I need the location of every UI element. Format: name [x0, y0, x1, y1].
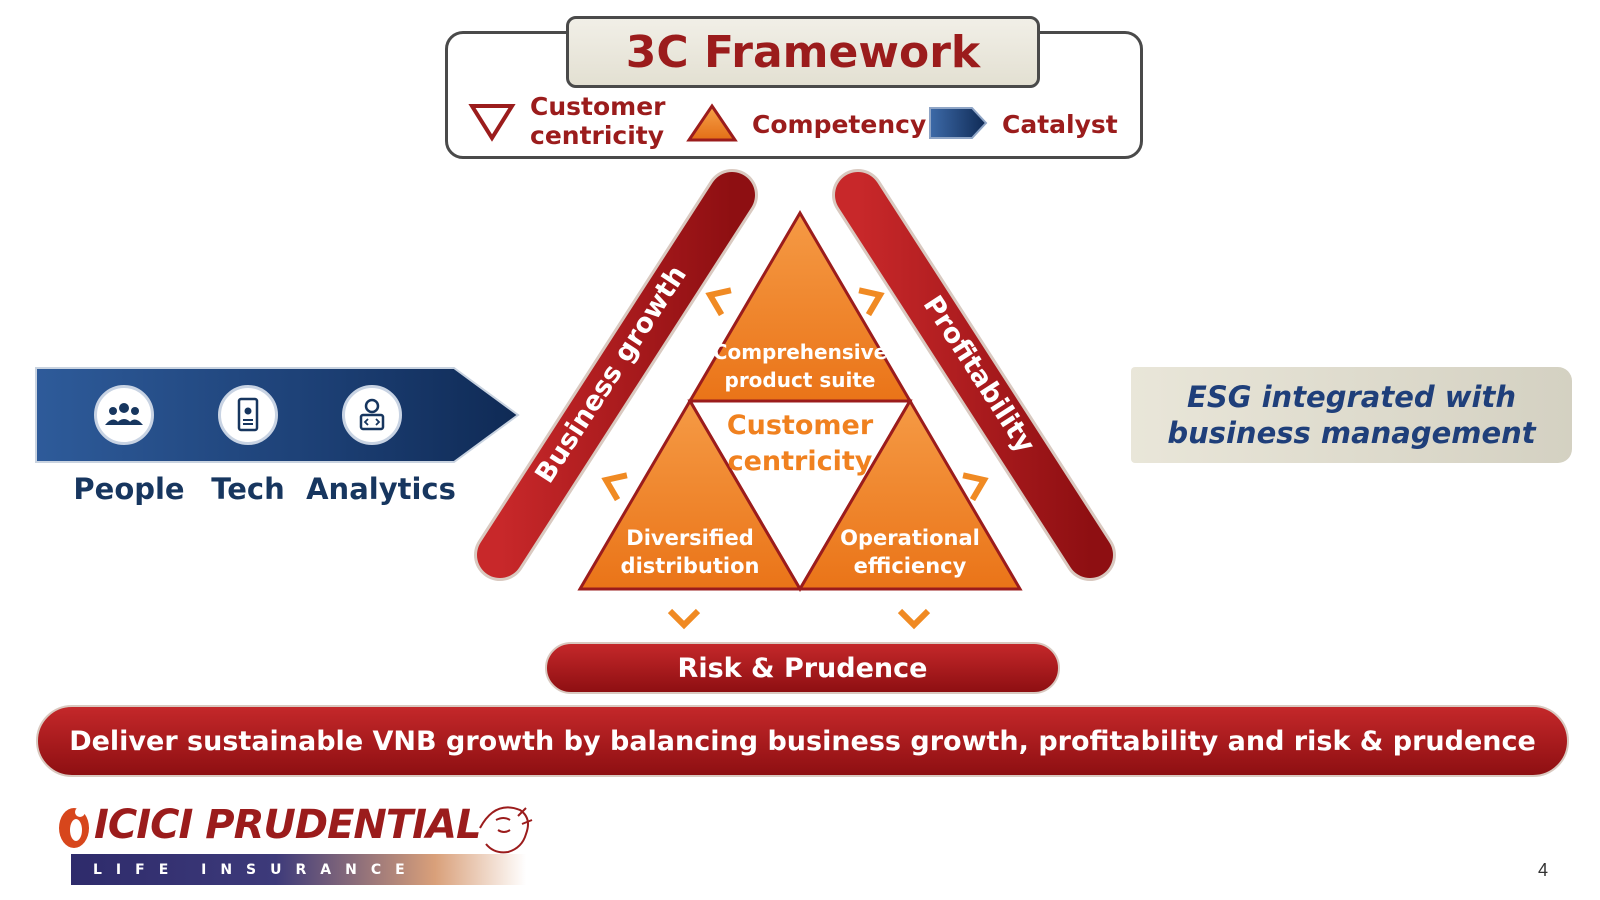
top-label-line1: Comprehensive	[713, 340, 887, 364]
logo-subtitle: LIFE INSURANCE	[71, 854, 526, 885]
esg-line2: business management	[1167, 416, 1536, 450]
logo-mark-icon	[59, 807, 89, 848]
analytics-icon-circle	[342, 385, 402, 445]
tech-label: Tech	[211, 472, 285, 506]
bottom-right-triangle	[797, 398, 1023, 591]
center-label-line1: Customer	[727, 410, 874, 441]
top-label-line2: product suite	[725, 368, 876, 392]
logo-name: ICICI PRUDENTIAL	[94, 802, 481, 848]
esg-line1: ESG integrated with	[1187, 380, 1516, 414]
logo: ICICI PRUDENTIAL	[52, 798, 552, 858]
analytics-icon	[359, 398, 385, 431]
people-icon	[105, 403, 143, 425]
people-label: People	[73, 472, 185, 506]
chevron-icon-lower-right	[962, 472, 989, 502]
business-growth-bar	[477, 172, 755, 578]
chevron-icon-upper-right	[858, 287, 885, 317]
bottom-left-label-line2: distribution	[621, 554, 760, 578]
esg-box: ESG integrated with business management	[1131, 367, 1572, 463]
legend-catalyst: Catalyst	[1002, 110, 1118, 139]
logo-face-icon	[479, 806, 533, 854]
framework-title: 3C Framework	[566, 16, 1040, 88]
analytics-label: Analytics	[306, 472, 456, 506]
bottom-left-triangle	[577, 398, 803, 591]
profitability-bar	[835, 172, 1113, 578]
inverted-triangle-icon	[468, 104, 516, 142]
legend-customer-centricity: Customer centricity	[530, 92, 666, 150]
tech-icon-circle	[218, 385, 278, 445]
bottom-left-label-line1: Diversified	[626, 526, 753, 550]
center-label-line2: centricity	[728, 446, 873, 477]
legend-label-line2: centricity	[530, 121, 665, 150]
chevron-icon-lower-left	[601, 472, 628, 502]
legend-label-line1: Customer	[530, 92, 666, 121]
blue-arrow-icon	[929, 107, 988, 139]
bottom-right-label-line2: efficiency	[854, 554, 967, 578]
vnb-banner: Deliver sustainable VNB growth by balanc…	[36, 705, 1569, 777]
triangle-diagram: Business growth Profitability Comprehens…	[474, 169, 1116, 592]
chevron-down-icon-left	[667, 608, 701, 630]
legend-competency: Competency	[752, 110, 927, 139]
risk-prudence-bar: Risk & Prudence	[545, 642, 1060, 694]
orange-triangle-icon	[686, 103, 738, 142]
people-icon-circle	[94, 385, 154, 445]
page-number: 4	[1537, 860, 1548, 880]
bottom-right-label-line1: Operational	[840, 526, 980, 550]
chevron-down-icon-right	[897, 608, 931, 630]
chevron-icon-upper-left	[705, 287, 732, 317]
tech-icon	[237, 397, 259, 432]
profitability-label: Profitability	[917, 290, 1041, 459]
